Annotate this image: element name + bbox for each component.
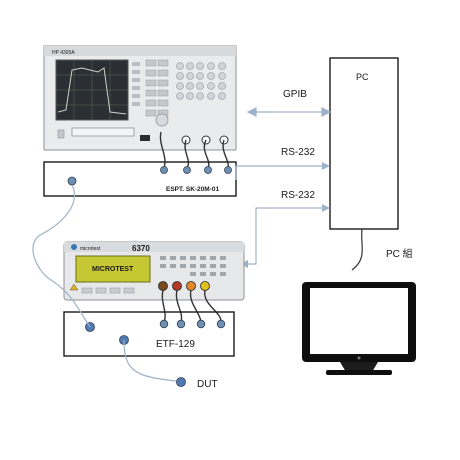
gpib-label: GPIB — [283, 89, 307, 100]
rs232-bottom-line — [242, 207, 326, 265]
rs232-bottom-arrowhead — [322, 204, 330, 212]
power-switch — [57, 129, 65, 139]
analyzer-fixture-cables — [159, 131, 229, 169]
pc-monitor-cable — [351, 228, 363, 271]
gpib-arrow — [246, 107, 332, 117]
fixture-top-connectors — [160, 166, 232, 174]
rs232-top-label: RS-232 — [281, 147, 315, 158]
fixture-top-label: ESPT. SK-20M-01 — [166, 186, 219, 193]
pc-box — [329, 57, 399, 230]
fixture-bottom-box — [63, 311, 235, 357]
fixture-link-cable — [32, 184, 91, 328]
lcr-model: 6370 — [132, 244, 150, 253]
lcr-brand: MICROTEST — [92, 266, 134, 273]
analyzer-port — [140, 135, 150, 141]
fixture-top-node — [67, 176, 77, 186]
network-analyzer: HP 4395A — [43, 45, 237, 151]
rs232-top-arrowhead — [322, 162, 330, 170]
dut-node — [176, 377, 186, 387]
disk-slot — [71, 127, 135, 137]
pc-monitor — [302, 282, 416, 375]
pc-group-label: PC 組 — [386, 247, 413, 260]
lcr-meter: microtest 6370 MICROTEST — [63, 241, 245, 301]
lcr-logo-icon — [71, 244, 77, 250]
lcr-logo: microtest — [80, 246, 101, 252]
fixture-bottom-connectors — [159, 319, 226, 329]
analyzer-brand: HP 4395A — [52, 50, 75, 56]
rs232-top-line — [235, 165, 326, 180]
dut-cable — [123, 339, 182, 383]
pc-label: PC — [356, 72, 369, 82]
rs232-bottom-label: RS-232 — [281, 190, 315, 201]
fixture-bottom-label: ETF-129 — [156, 339, 195, 350]
lcr-screen — [75, 255, 151, 283]
dut-label: DUT — [197, 379, 218, 390]
lcr-fixture-cables — [161, 289, 222, 323]
